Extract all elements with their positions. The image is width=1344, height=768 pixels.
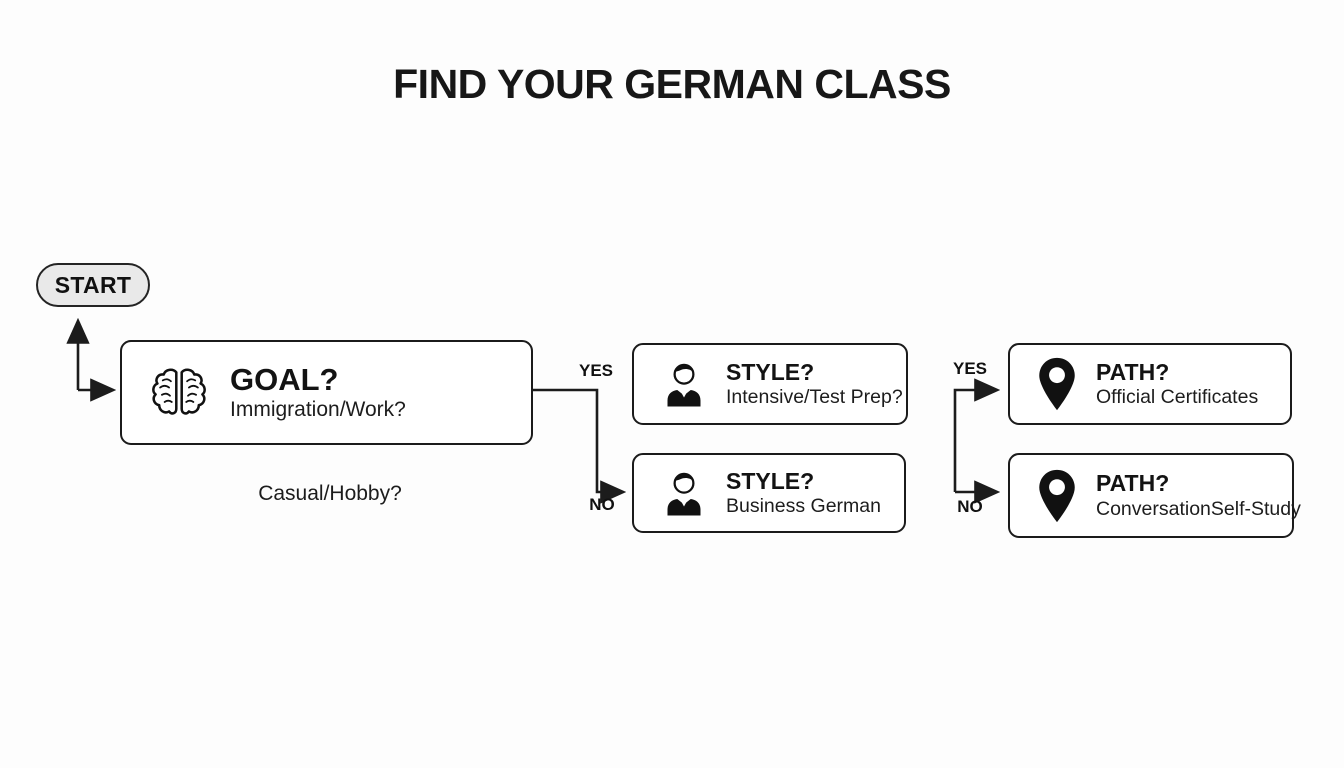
edge-label-no-goal: NO (589, 495, 615, 514)
node-style-intensive: STYLE? Intensive/Test Prep? (632, 343, 908, 425)
edge-label-yes-goal: YES (578, 361, 614, 380)
connector-goal-to-style (533, 388, 627, 504)
node-style-no-subtitle: Business German (726, 495, 881, 518)
location-pin-icon (1036, 468, 1078, 524)
node-path-yes-title: PATH? (1096, 358, 1170, 385)
node-goal-title: GOAL? (230, 361, 339, 397)
person-icon (660, 360, 708, 408)
node-path-no-subtitle: ConversationSelf-Study (1096, 497, 1301, 520)
edge-label-no-style: NO (957, 497, 983, 516)
location-pin-icon (1036, 356, 1078, 412)
brain-icon (150, 366, 208, 420)
casual-hobby-label: Casual/Hobby? (258, 482, 402, 505)
node-goal: GOAL? Immigration/Work? (120, 340, 533, 445)
node-path-no-title: PATH? (1096, 470, 1170, 497)
page-title: FIND YOUR GERMAN CLASS (393, 61, 951, 107)
connector-bracket-to-path-yes (953, 378, 1001, 492)
node-style-yes-subtitle: Intensive/Test Prep? (726, 386, 903, 409)
person-icon (660, 469, 708, 517)
node-path-yes-subtitle: Official Certificates (1096, 386, 1259, 409)
node-path-certificates: PATH? Official Certificates (1008, 343, 1292, 425)
edge-label-yes-style: YES (952, 359, 988, 378)
node-style-no-title: STYLE? (726, 467, 815, 494)
node-path-conversation: PATH? ConversationSelf-Study (1008, 453, 1301, 538)
start-label: START (54, 271, 132, 298)
node-style-yes-title: STYLE? (726, 358, 815, 385)
node-goal-subtitle: Immigration/Work? (230, 398, 406, 422)
node-style-business: STYLE? Business German (632, 453, 906, 533)
start-node: START (36, 263, 150, 307)
